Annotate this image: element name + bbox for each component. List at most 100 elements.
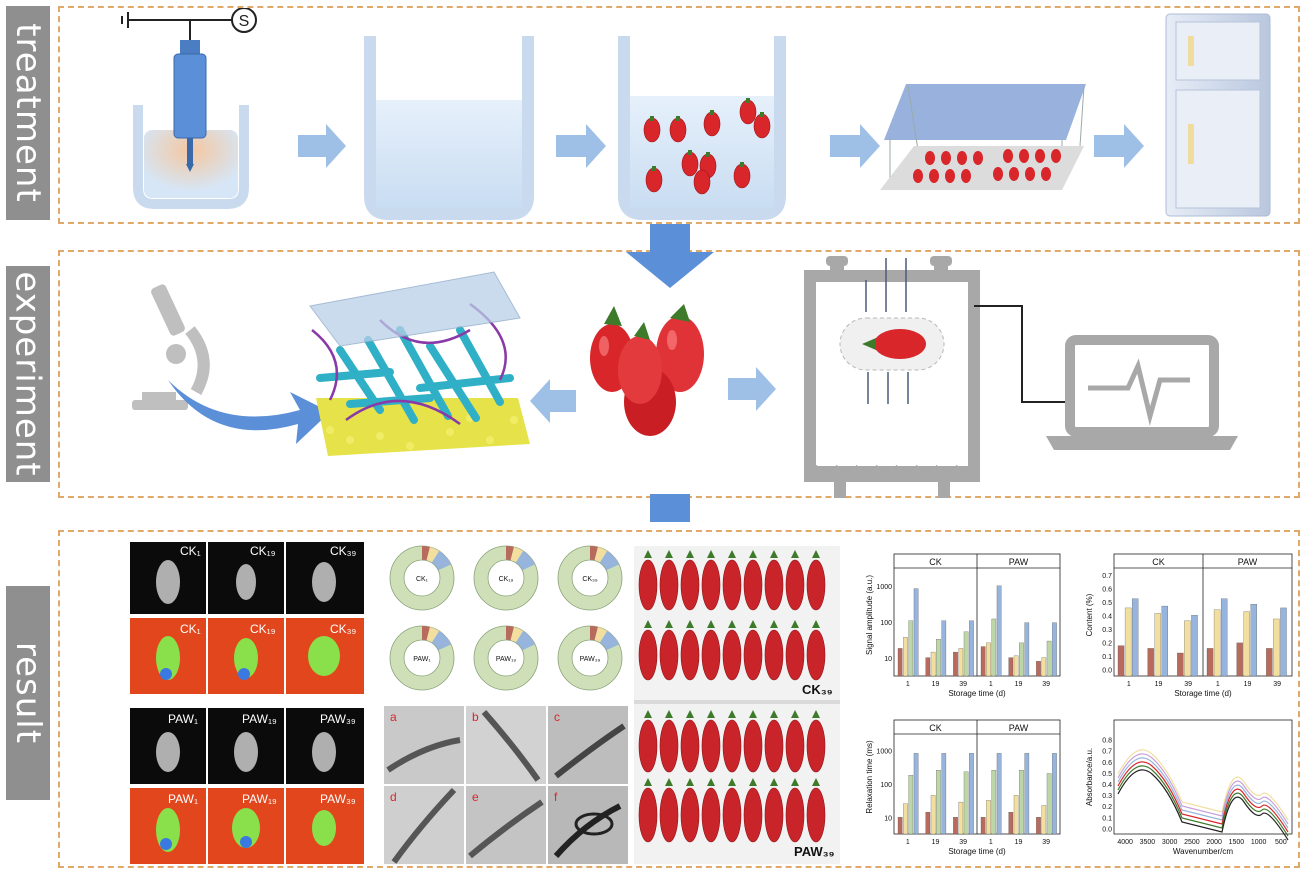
x-tick-label: 1 — [1127, 681, 1131, 688]
chart-bar — [996, 753, 1002, 835]
chart-bar — [963, 771, 969, 835]
y-tick-label: 0.2 — [1102, 640, 1112, 647]
chart-bar — [1184, 620, 1191, 677]
chart-bar — [969, 753, 974, 835]
y-tick-label: 0.3 — [1102, 627, 1112, 634]
ftir-line — [1117, 749, 1289, 821]
x-axis-label: Storage time (d) — [1174, 689, 1232, 698]
y-tick-label: 0.4 — [1102, 782, 1112, 789]
flow-arrow-4 — [1094, 124, 1144, 168]
thumb-label-paw39-b: PAW₃₉ — [320, 792, 356, 806]
y-tick-label: 0.5 — [1102, 600, 1112, 607]
ck-grayscale-row — [130, 542, 364, 614]
donut-chart: CK₁ — [389, 545, 455, 611]
x-tick-label: 2000 — [1206, 839, 1222, 846]
chart-bar — [1213, 609, 1221, 677]
treatment-label-text: treatment — [8, 23, 49, 203]
thumbnail-grid-svg — [130, 542, 364, 864]
x-tick-label: 19 — [1015, 839, 1023, 846]
tem-letter-e: e — [472, 790, 479, 804]
goji-berry — [764, 550, 784, 611]
goji-berry — [764, 620, 784, 681]
chart-bar — [1013, 795, 1019, 835]
chart-bar — [1041, 805, 1047, 835]
thumb-label-paw19-a: PAW₁₉ — [242, 712, 277, 726]
chart-bar — [1236, 642, 1243, 677]
goji-berries — [590, 304, 704, 436]
goji-berry — [659, 550, 679, 611]
chart-bar — [1052, 753, 1057, 835]
goji-berry — [659, 778, 679, 843]
y-axis-label: Relaxation time (ms) — [865, 740, 874, 814]
y-tick-label: 0.5 — [1102, 771, 1112, 778]
x-tick-label: 3500 — [1140, 839, 1156, 846]
thumb-label-ck19-a: CK₁₉ — [250, 544, 276, 558]
experiment-label: experiment — [6, 266, 50, 482]
chart-bar — [1124, 607, 1132, 677]
goji-berry — [722, 778, 742, 843]
y-axis-label: Signal amplitude (a.u.) — [865, 575, 874, 655]
chart-bar — [936, 639, 941, 677]
goji-berry — [701, 620, 721, 681]
x-tick-label: 1 — [1216, 681, 1220, 688]
ck-false-color-row — [130, 618, 364, 694]
result-label: result — [6, 586, 50, 800]
thumb-label-paw1-a: PAW₁ — [168, 712, 199, 726]
goji-berry — [785, 778, 805, 843]
x-tick-label: 19 — [1015, 681, 1023, 688]
microscope — [132, 284, 210, 410]
goji-berry — [680, 550, 700, 611]
x-tick-label: 39 — [1184, 681, 1192, 688]
chart-bar — [1220, 598, 1228, 677]
chart-bar — [903, 803, 908, 835]
chart-bar — [925, 812, 931, 835]
donut-label: PAW₃₉ — [580, 656, 601, 663]
goji-berry — [764, 778, 784, 843]
goji-berry — [764, 710, 784, 773]
tem-letter-b: b — [472, 710, 479, 724]
goji-berry — [638, 550, 658, 611]
group-label-paw: PAW — [1009, 723, 1029, 733]
goji-photos-svg — [634, 550, 840, 843]
goji-berry — [806, 620, 826, 681]
goji-berry — [785, 710, 805, 773]
goji-berry — [722, 710, 742, 773]
chart-bar — [1036, 661, 1041, 677]
chart-bar — [1008, 657, 1014, 677]
group-label-paw: PAW — [1009, 557, 1029, 567]
down-arrow-top — [626, 224, 714, 288]
chart-bar — [1243, 611, 1250, 677]
donut-label: CK₃₉ — [582, 576, 598, 583]
chart-bar — [963, 631, 969, 677]
goji-berry — [743, 778, 763, 843]
group-label-paw: PAW — [1238, 557, 1258, 567]
refrigerator — [1165, 13, 1271, 217]
goji-berry — [806, 778, 826, 843]
x-tick-label: 4000 — [1117, 839, 1133, 846]
chart-bar — [986, 800, 991, 835]
goji-berry — [743, 710, 763, 773]
goji-berry — [722, 550, 742, 611]
goji-berry — [785, 620, 805, 681]
goji-berry — [680, 778, 700, 843]
y-tick-label: 0.7 — [1102, 749, 1112, 756]
flow-arrow-1 — [298, 124, 346, 168]
chart-bar — [1154, 613, 1161, 677]
chart-bar — [1019, 770, 1024, 835]
y-tick-label: 100 — [880, 620, 892, 627]
chart-bar — [930, 795, 936, 835]
thumb-label-ck1-a: CK₁ — [180, 544, 201, 558]
flow-arrow-2 — [556, 124, 606, 168]
chart-bar — [969, 620, 974, 677]
y-tick-label: 0.8 — [1102, 738, 1112, 745]
ftir-line — [1117, 769, 1289, 841]
nmr-analyzer — [804, 256, 1070, 498]
soaking-beaker — [618, 36, 786, 220]
chart-bar — [1131, 598, 1139, 677]
chart-bar — [897, 817, 903, 835]
goji-berry — [743, 620, 763, 681]
x-tick-label: 39 — [1273, 681, 1281, 688]
donut-label: CK₁₉ — [499, 576, 514, 583]
